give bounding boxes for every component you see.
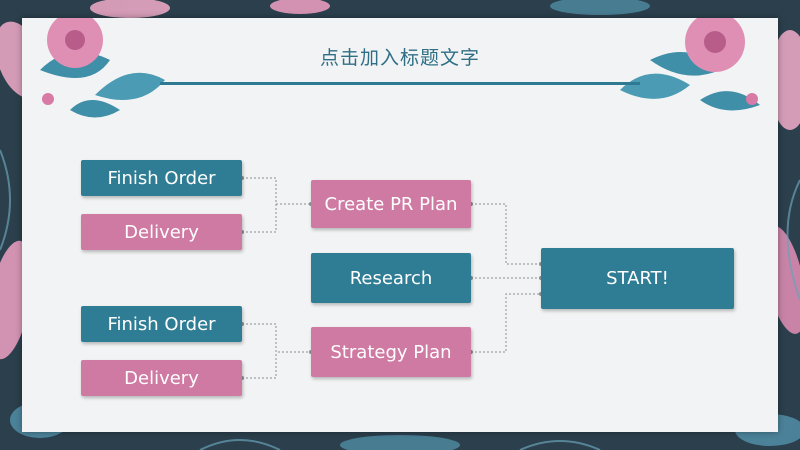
edge-finish-order-2 xyxy=(242,323,311,353)
node-delivery-1[interactable]: Delivery xyxy=(81,214,242,250)
node-finish-order-1[interactable]: Finish Order xyxy=(81,160,242,196)
title-underline xyxy=(160,82,640,85)
corner-flowers xyxy=(40,18,760,118)
node-create-pr-plan[interactable]: Create PR Plan xyxy=(311,180,471,228)
node-strategy-plan[interactable]: Strategy Plan xyxy=(311,327,471,377)
node-finish-order-2[interactable]: Finish Order xyxy=(81,306,242,342)
edge-delivery-2 xyxy=(242,352,277,379)
edge-create-pr-plan xyxy=(471,203,541,265)
node-research[interactable]: Research xyxy=(311,253,471,303)
edge-delivery-1 xyxy=(242,204,277,233)
edge-strategy-plan xyxy=(471,293,541,353)
slide-title: 点击加入标题文字 xyxy=(319,47,480,69)
node-start[interactable]: START! xyxy=(541,248,734,309)
node-delivery-2[interactable]: Delivery xyxy=(81,360,242,396)
edge-finish-order-1 xyxy=(242,177,311,205)
